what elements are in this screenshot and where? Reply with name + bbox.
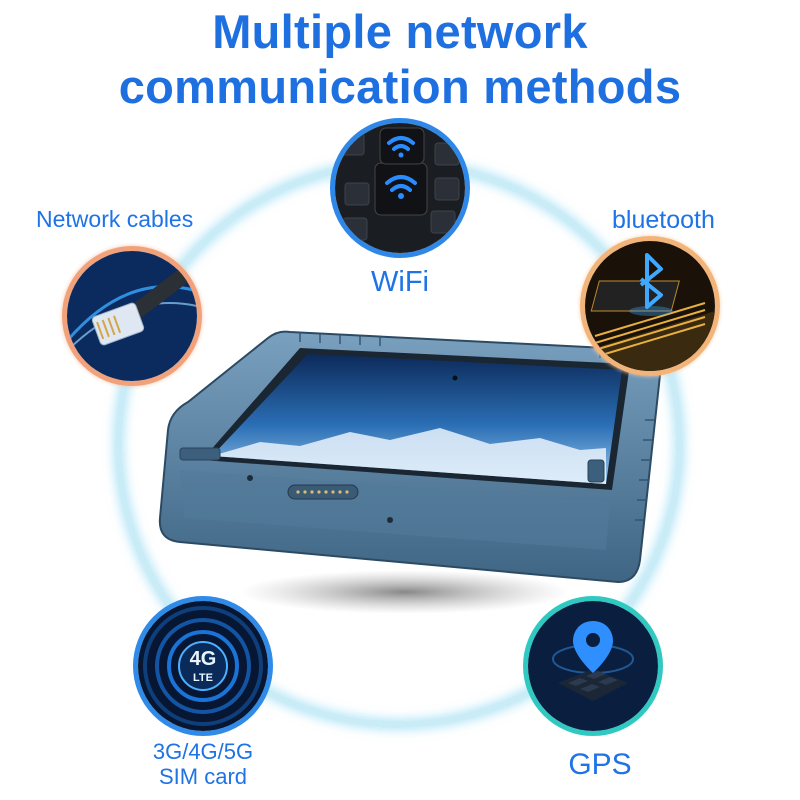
title-line-1: Multiple network xyxy=(212,5,588,58)
gps-label: GPS xyxy=(568,748,632,781)
sim-label-line-1: 3G/4G/5G xyxy=(152,739,254,764)
network-cables-label: Network cables xyxy=(36,206,194,232)
4g-lte-icon: 4G LTE xyxy=(138,601,268,731)
bluetooth-icon xyxy=(585,241,715,371)
lte-badge-text: LTE xyxy=(193,672,213,684)
sim-label-line-2: SIM card xyxy=(158,764,248,789)
wifi-icon xyxy=(335,123,465,253)
sim-feature: 4G LTE xyxy=(133,596,273,736)
gps-pin-icon xyxy=(528,601,658,731)
sim-label: 3G/4G/5G SIM card xyxy=(128,739,278,789)
page-title: Multiple network communication methods xyxy=(0,4,800,114)
gps-feature xyxy=(523,596,663,736)
ethernet-cable-icon xyxy=(67,251,197,381)
bluetooth-feature xyxy=(580,236,720,376)
4g-badge-text: 4G xyxy=(190,648,217,670)
bluetooth-label: bluetooth xyxy=(612,206,715,234)
wifi-label: WiFi xyxy=(371,266,429,298)
rugged-tablet xyxy=(140,320,670,620)
wifi-feature xyxy=(330,118,470,258)
network-cables-feature xyxy=(62,246,202,386)
title-line-2: communication methods xyxy=(118,60,682,113)
